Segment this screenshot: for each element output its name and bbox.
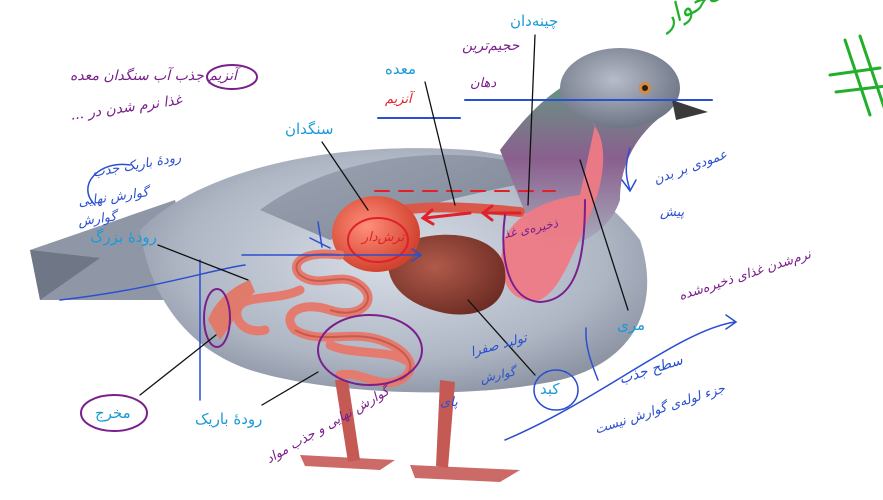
- label-crop: چینه‌دان: [510, 12, 558, 30]
- label-esophagus: مری: [617, 316, 645, 334]
- label-cloaca: مخرج: [95, 404, 131, 422]
- label-small-intestine: رودهٔ باریک: [195, 410, 262, 428]
- stomach-organ: [400, 207, 520, 212]
- annotation-stomach: آنزیم: [385, 92, 412, 107]
- annotation-esophagus-2: پیش: [660, 205, 684, 220]
- label-liver: کبد: [540, 380, 560, 398]
- label-gizzard: سنگدان: [285, 120, 333, 138]
- label-large-intestine: رودهٔ بزرگ: [90, 228, 157, 246]
- beak: [672, 100, 708, 120]
- annotation-legs: پای: [440, 395, 458, 410]
- annotation-gizzard: ترش‌دار: [362, 230, 404, 245]
- head: [560, 48, 680, 128]
- annotation-top-left-1: آنزیم جذب آب سنگدان معده: [70, 68, 237, 84]
- label-stomach: معده: [385, 60, 416, 78]
- annotation-crop-2: دهان: [470, 76, 496, 91]
- annotation-crop-1: حجیم‌ترین: [462, 38, 519, 54]
